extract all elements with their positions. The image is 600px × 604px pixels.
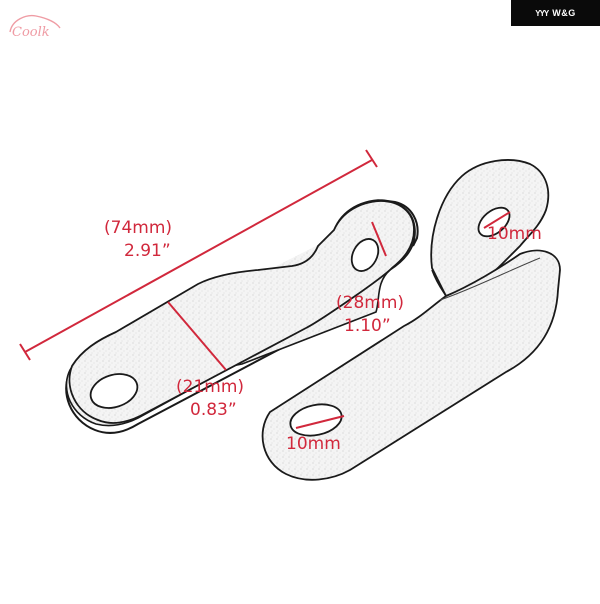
brand-mark-icon: YYY: [535, 8, 549, 18]
brand-badge-text: W&G: [552, 8, 576, 18]
svg-text:Coolk: Coolk: [12, 25, 50, 40]
length-tick-end: [365, 149, 378, 168]
dimension-lines: [19, 149, 511, 429]
length-dimension-line: [24, 159, 373, 353]
width-label-mm: (21mm): [176, 377, 245, 397]
hole-bottom-label: 10mm: [286, 434, 341, 454]
hole-top-label: 10mm: [487, 224, 542, 244]
mount-dimension-line: [371, 221, 387, 257]
mount-label-mm: (28mm): [336, 293, 405, 313]
width-label-in: 0.83”: [190, 400, 237, 420]
length-label-mm: (74mm): [104, 218, 173, 238]
hole-bottom-dimension-line: [295, 415, 345, 429]
hole-top-dimension-line: [483, 211, 511, 229]
mount-label-in: 1.10”: [344, 316, 391, 336]
length-tick-start: [19, 343, 31, 361]
brand-badge: YYY W&G: [511, 0, 600, 26]
left-bracket: [65, 199, 419, 434]
watermark-logo: Coolk: [9, 14, 61, 40]
width-dimension-line: [167, 301, 227, 371]
length-label-in: 2.91”: [124, 241, 171, 261]
